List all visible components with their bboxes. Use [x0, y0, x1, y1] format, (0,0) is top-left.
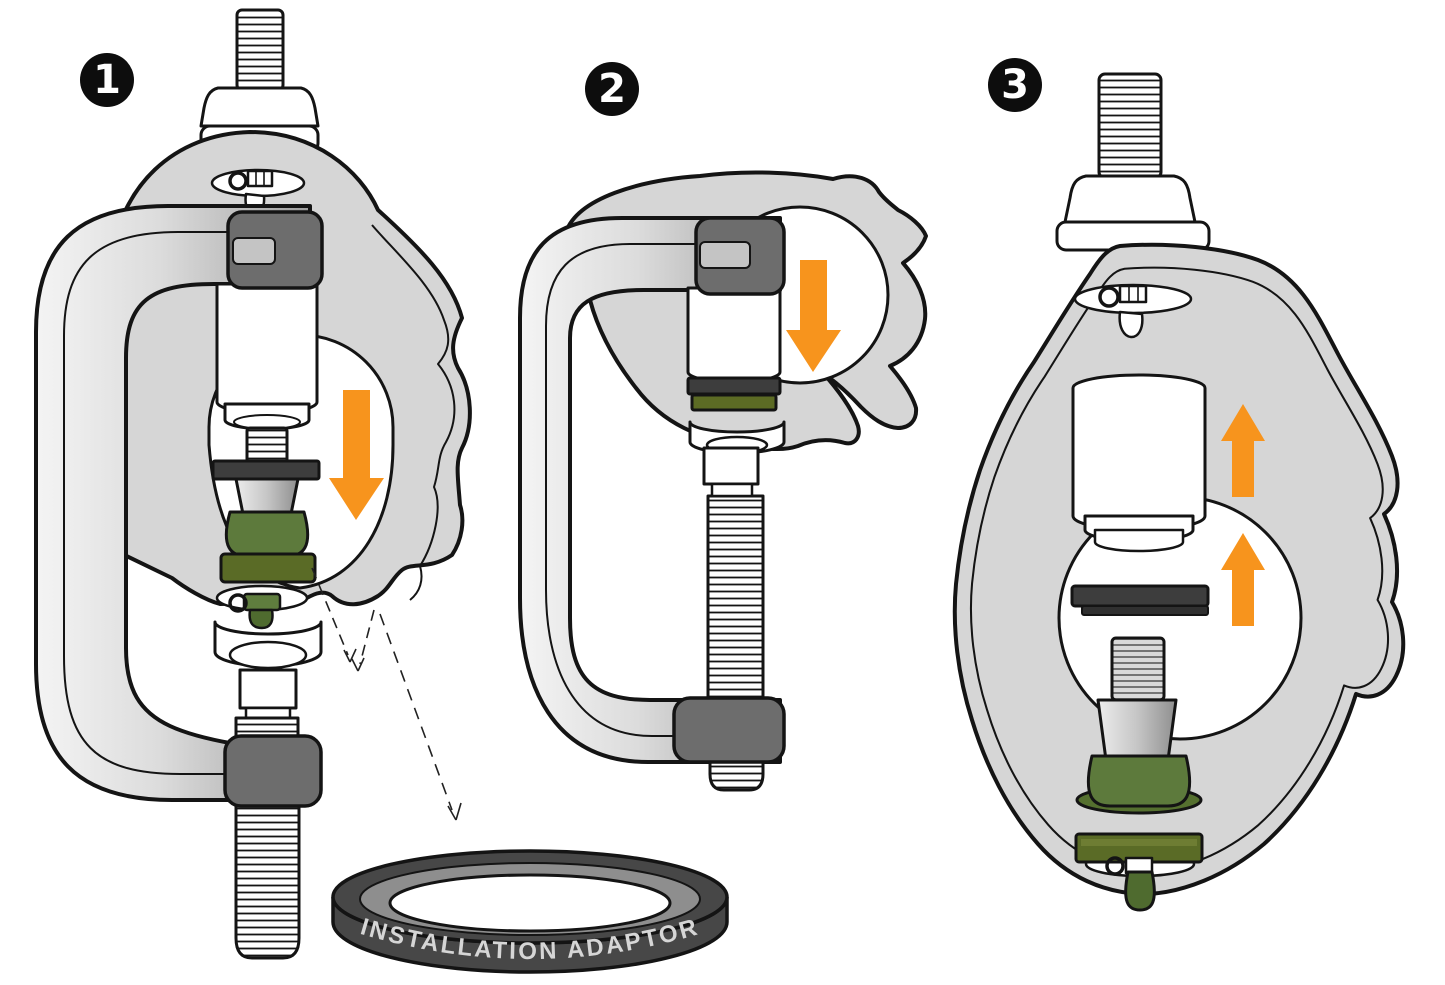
- press-screw-rod: [706, 494, 765, 704]
- leader-lines: [311, 567, 462, 821]
- step-1-figure: [34, 8, 472, 960]
- ball-joint-stud: [1096, 698, 1178, 762]
- plate-highlight: [1081, 839, 1197, 846]
- clamp-jaw-top: [694, 216, 786, 296]
- ball-joint-stud-threads: [1110, 636, 1166, 702]
- arrow-down-icon: [786, 260, 841, 372]
- receiving-cup: [688, 420, 786, 498]
- boot-plate-and-cotter-pin: [1074, 832, 1204, 912]
- ball-joint-stud: [234, 477, 300, 516]
- ball-joint-flange: [690, 393, 778, 412]
- step-2-badge: 2: [585, 62, 639, 116]
- receiving-cup: [213, 620, 323, 670]
- press-adapter-cylinder: [215, 282, 319, 431]
- cotter-pin-loop-icon: [228, 593, 248, 613]
- grease-fitting-top: [1073, 283, 1193, 339]
- snap-ring-washer: [1070, 584, 1210, 616]
- step-3-badge: 3: [988, 58, 1042, 112]
- ball-joint: [686, 376, 782, 412]
- cotter-pin-loop-icon: [1105, 856, 1125, 876]
- press-screw-top-end: [1055, 72, 1211, 252]
- clamp-jaw-top: [226, 210, 324, 290]
- press-adapter-cylinder: [686, 286, 782, 384]
- knuckle-inner-contour: [969, 266, 1390, 873]
- ball-joint-boot: [1086, 754, 1192, 808]
- stud-tip: [1124, 870, 1156, 912]
- arrow-up-icon: [1221, 533, 1265, 626]
- press-screw-rod: [234, 798, 301, 960]
- ball-joint-washer: [211, 459, 321, 481]
- ball-joint: [211, 426, 321, 584]
- castle-nut-and-cotter-pin: [228, 592, 282, 630]
- ball-joint: [1075, 636, 1203, 815]
- step-3-figure: [952, 72, 1406, 912]
- step-1-badge: 1: [80, 53, 134, 107]
- spacer-cylinder: [234, 668, 300, 744]
- clamp-jaw-bottom: [223, 734, 323, 808]
- cotter-pin-loop-icon: [228, 171, 248, 191]
- arrow-up-icon: [1221, 404, 1265, 497]
- arrow-down-icon: [329, 390, 384, 520]
- installation-adaptor-ring: INSTALLATION ADAPTOR: [331, 849, 729, 974]
- clamp-flange-line: [545, 243, 780, 737]
- cotter-pin-loop-icon: [1098, 286, 1120, 308]
- ball-joint-boot: [224, 510, 310, 558]
- ball-joint-washer: [686, 376, 782, 396]
- knuckle-inner-contour: [371, 224, 456, 601]
- receiving-cup: [1071, 373, 1207, 553]
- step-2-figure: [518, 170, 928, 792]
- clamp-jaw-bottom: [672, 696, 786, 764]
- clamp-flange-line: [63, 231, 310, 775]
- press-screw-tip: [708, 760, 765, 792]
- screw-collar: [1063, 174, 1197, 224]
- ring-hole: [388, 873, 672, 933]
- screw-collar: [199, 86, 320, 128]
- ball-joint-stud-threads: [245, 426, 289, 466]
- ball-joint-flange: [219, 552, 317, 584]
